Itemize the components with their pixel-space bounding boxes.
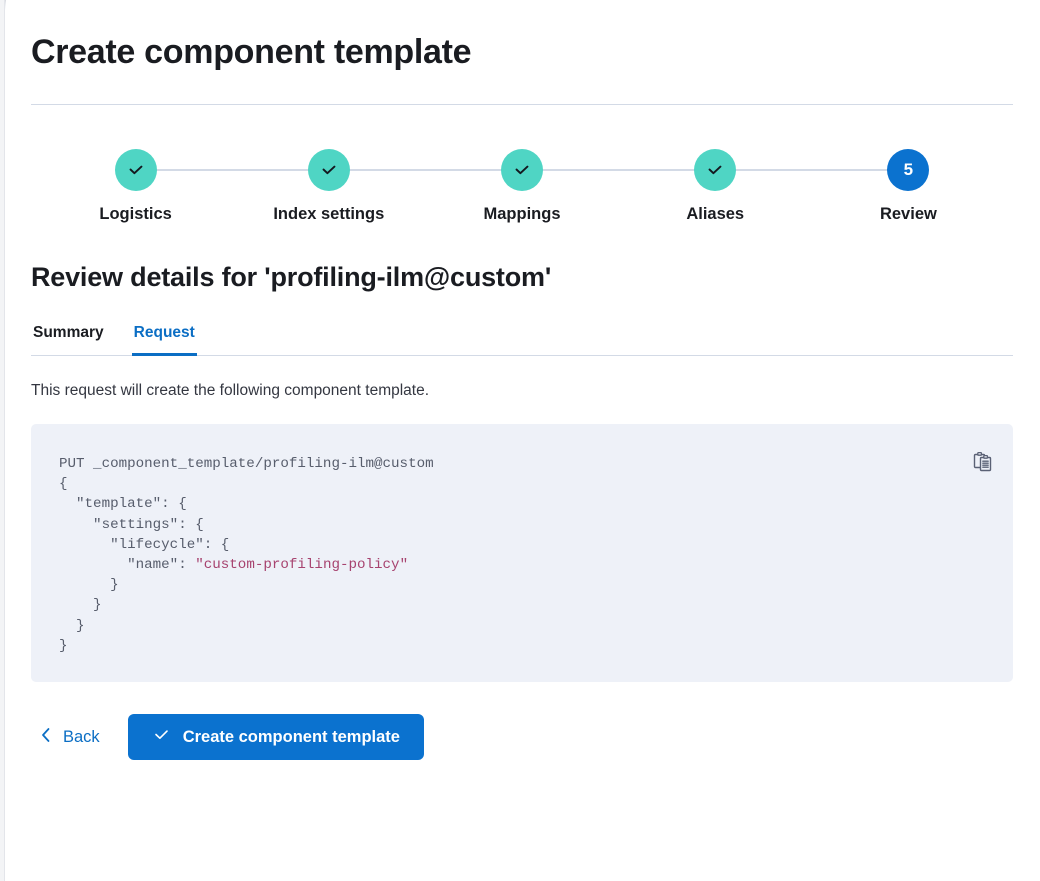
step-connector-right (348, 169, 426, 171)
step-review[interactable]: 5 Review (811, 149, 1005, 224)
create-component-template-label: Create component template (182, 727, 400, 746)
request-body-string-value: "custom-profiling-policy" (195, 557, 409, 574)
request-body-line: { (59, 476, 68, 493)
check-icon (705, 160, 725, 180)
back-button[interactable]: Back (31, 718, 110, 757)
step-aliases[interactable]: Aliases (618, 149, 812, 224)
request-body-line: "lifecycle": { (59, 536, 230, 553)
step-connector-right (735, 169, 812, 171)
request-code: PUT _component_template/profiling-ilm@cu… (59, 454, 957, 656)
step-label: Review (879, 205, 937, 223)
footer-actions: Back Create component template (31, 714, 1013, 760)
step-label: Index settings (273, 205, 385, 223)
tab-request[interactable]: Request (131, 320, 197, 356)
copy-request-button[interactable] (967, 446, 997, 476)
step-marker-complete[interactable] (114, 149, 157, 191)
request-body-line: } (59, 617, 85, 634)
step-index-settings[interactable]: Index settings (232, 149, 426, 224)
step-label: Logistics (99, 205, 172, 223)
step-marker-current[interactable]: 5 (887, 149, 930, 191)
tab-summary[interactable]: Summary (31, 320, 106, 355)
request-body-line-name-key: "name": (59, 557, 196, 574)
review-tabs: Summary Request (31, 320, 1013, 356)
page-title: Create component template (31, 33, 472, 71)
step-marker-complete[interactable] (501, 149, 543, 191)
step-connector-left (232, 169, 309, 171)
request-body-line: "template": { (59, 496, 187, 513)
back-button-label: Back (63, 727, 100, 746)
request-body-line: } (59, 597, 102, 614)
step-marker-complete[interactable] (694, 149, 737, 191)
step-connector-left (425, 169, 503, 171)
request-code-block: PUT _component_template/profiling-ilm@cu… (31, 424, 1013, 682)
create-component-template-button[interactable]: Create component template (127, 714, 424, 760)
review-heading: Review details for 'profiling-ilm@custom… (31, 262, 552, 292)
header-divider (31, 104, 1013, 105)
chevron-left-icon (39, 726, 53, 749)
window-left-edge (0, 0, 5, 881)
request-body-line: "settings": { (59, 516, 204, 533)
request-body-line: } (59, 577, 119, 594)
step-label: Mappings (483, 205, 561, 223)
check-icon (319, 160, 339, 180)
flyout-body: Create component template Logistics (6, 0, 1040, 881)
step-connector-left (618, 169, 696, 171)
step-mappings[interactable]: Mappings (425, 149, 619, 224)
check-icon (126, 160, 146, 180)
wizard-stepper: Logistics Index settings (31, 149, 1013, 224)
check-icon (512, 160, 532, 180)
request-method-line: PUT _component_template/profiling-ilm@cu… (59, 456, 434, 472)
request-description: This request will create the following c… (31, 382, 430, 399)
step-logistics[interactable]: Logistics (39, 149, 233, 224)
step-connector-right (155, 169, 233, 171)
step-connector-left (811, 169, 889, 171)
request-body-line: } (59, 637, 68, 654)
step-connector-right (542, 169, 619, 171)
copy-icon (972, 451, 993, 472)
check-icon (152, 725, 171, 749)
step-label: Aliases (686, 205, 745, 223)
step-marker-complete[interactable] (307, 149, 350, 191)
